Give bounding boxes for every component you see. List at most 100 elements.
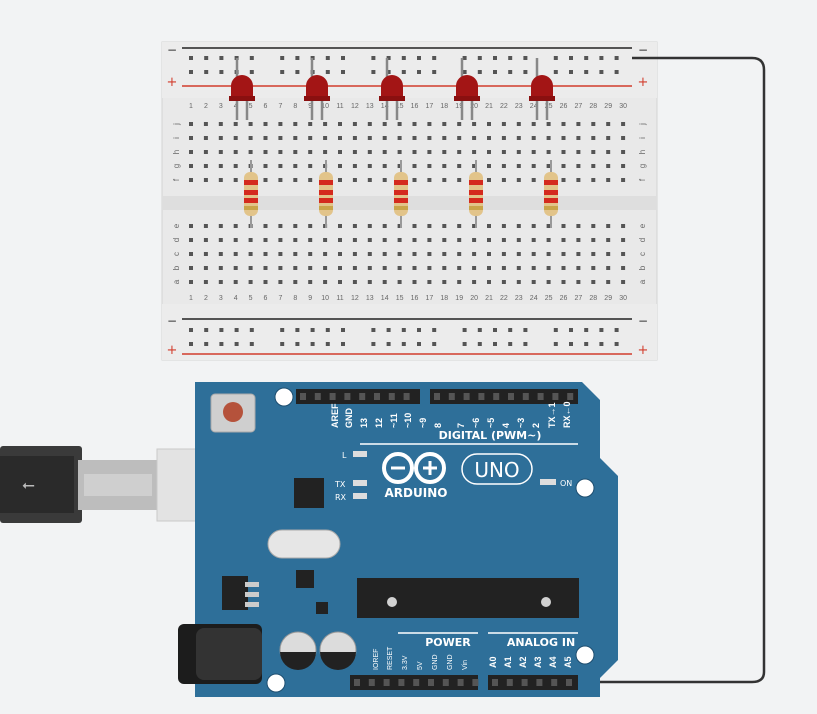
row-letter: f	[638, 178, 647, 181]
row-letter: j	[172, 123, 181, 126]
analog-pin-label: A5	[563, 656, 573, 668]
analog-pin-label: A3	[533, 656, 543, 668]
column-number: 26	[560, 103, 568, 110]
digital-pin-label: GND	[344, 408, 354, 429]
column-number: 2	[204, 103, 208, 110]
reset-button-cap	[223, 402, 243, 422]
column-number: 22	[500, 295, 508, 302]
power-pin-label: 5V	[417, 661, 424, 670]
led-rx	[353, 493, 367, 499]
analog-label: ANALOG IN	[507, 636, 575, 649]
rail-minus-sign: −	[638, 43, 648, 57]
row-letter: i	[638, 137, 647, 139]
digital-pin-label: 2	[531, 423, 541, 428]
column-number: 19	[455, 103, 463, 110]
column-number: 7	[278, 103, 282, 110]
digital-pin-label: 12	[374, 418, 384, 428]
resistor[interactable]	[544, 160, 558, 228]
column-number: 16	[411, 103, 419, 110]
column-number: 5	[249, 295, 253, 302]
column-number: 16	[411, 295, 419, 302]
column-number: 20	[470, 295, 478, 302]
analog-pin-label: A4	[548, 656, 558, 668]
column-number: 28	[589, 103, 597, 110]
center-channel	[162, 196, 657, 210]
row-letter: h	[638, 150, 647, 154]
rail-minus-sign: −	[638, 314, 648, 328]
wire-rail-to-a5[interactable]	[572, 56, 766, 684]
digital-header-right[interactable]	[430, 389, 578, 404]
mounting-hole	[266, 673, 286, 693]
column-number: 12	[351, 295, 359, 302]
row-letter: i	[172, 137, 181, 139]
column-number: 21	[485, 295, 493, 302]
led-rx-label: RX	[335, 493, 347, 502]
column-number: 13	[366, 295, 374, 302]
row-letter: e	[172, 223, 181, 228]
rail-plus-sign: +	[638, 75, 649, 90]
mounting-hole	[575, 478, 595, 498]
column-number: 4	[234, 103, 238, 110]
red-led[interactable]	[379, 58, 405, 120]
usb-icon: ⭠	[22, 475, 35, 494]
red-led[interactable]	[229, 58, 255, 120]
resistor[interactable]	[319, 160, 333, 228]
column-number: 12	[351, 103, 359, 110]
row-letter: g	[638, 164, 647, 168]
header-holes	[300, 393, 574, 686]
rail-minus-sign: −	[167, 314, 177, 328]
rail-plus-sign: +	[167, 75, 178, 90]
row-letter: h	[172, 150, 181, 154]
row-letter: d	[638, 238, 647, 242]
power-pin-label: GND	[447, 654, 454, 670]
power-label: POWER	[425, 636, 471, 649]
analog-pin-label: A1	[503, 656, 513, 668]
resistor-group	[244, 160, 558, 228]
led-tx-label: TX	[334, 480, 346, 489]
digital-header-left[interactable]	[296, 389, 420, 404]
digital-pin-label: ~9	[418, 418, 428, 428]
small-transistor	[316, 602, 328, 614]
column-number: 17	[426, 295, 434, 302]
red-led[interactable]	[304, 58, 330, 120]
digital-pin-label: ~6	[471, 418, 481, 428]
column-number: 14	[381, 295, 389, 302]
crystal-oscillator	[267, 529, 341, 559]
digital-pin-label: AREF	[330, 403, 340, 428]
column-number: 7	[278, 295, 282, 302]
small-chip	[296, 570, 314, 588]
analog-pin-label: A0	[488, 656, 498, 668]
led-l	[353, 451, 367, 457]
row-letter: f	[172, 178, 181, 181]
resistor[interactable]	[394, 160, 408, 228]
analog-header[interactable]	[488, 675, 578, 690]
row-letter: a	[638, 279, 647, 284]
row-letter: b	[172, 265, 181, 270]
column-number: 1	[189, 103, 193, 110]
resistor[interactable]	[244, 160, 258, 228]
column-number: 29	[604, 103, 612, 110]
column-number: 1	[189, 295, 193, 302]
arduino-wordmark: ARDUINO	[385, 486, 448, 500]
column-number: 18	[440, 103, 448, 110]
resistor[interactable]	[469, 160, 483, 228]
column-number: 25	[545, 295, 553, 302]
breadboard-holes[interactable]	[189, 56, 626, 346]
column-number: 10	[321, 295, 329, 302]
column-number: 5	[249, 103, 253, 110]
red-led[interactable]	[529, 58, 555, 120]
column-number: 13	[366, 103, 374, 110]
column-number: 4	[234, 295, 238, 302]
digital-pin-label: ~10	[403, 413, 413, 428]
digital-pin-label: 4	[501, 423, 511, 428]
column-number: 3	[219, 103, 223, 110]
column-number: 15	[396, 295, 404, 302]
column-number: 24	[530, 103, 538, 110]
red-led[interactable]	[454, 58, 480, 120]
column-number: 22	[500, 103, 508, 110]
digital-pin-label: 8	[433, 423, 443, 428]
digital-header-label: DIGITAL (PWM~)	[439, 429, 542, 442]
